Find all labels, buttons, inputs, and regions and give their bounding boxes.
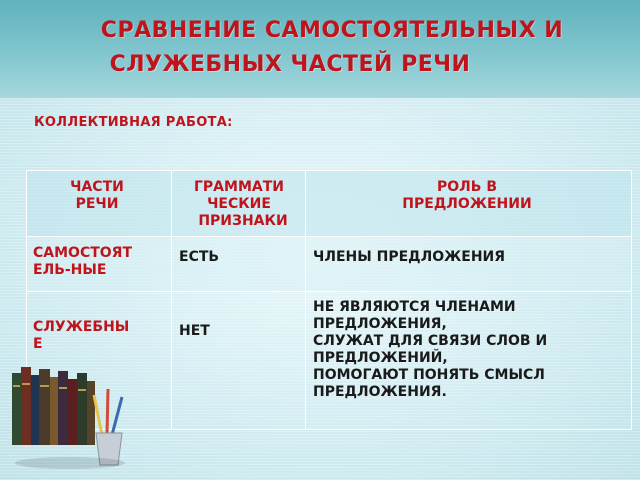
header-grammatical-features: ГРАММАТИ ЧЕСКИЕ ПРИЗНАКИ [194, 179, 288, 229]
table-divider [171, 171, 172, 429]
books-icon [10, 355, 130, 475]
title-banner: СРАВНЕНИЕ САМОСТОЯТЕЛЬНЫХ И СЛУЖЕБНЫХ ЧА… [0, 0, 640, 98]
table-row-2-part: СЛУЖЕБНЫ Е [33, 319, 130, 352]
table-row-1-features: ЕСТЬ [179, 249, 220, 265]
comparison-table: ЧАСТИ РЕЧИ ГРАММАТИ ЧЕСКИЕ ПРИЗНАКИ РОЛЬ… [26, 170, 632, 430]
header-parts-of-speech: ЧАСТИ РЕЧИ [70, 179, 124, 212]
header-role-in-sentence: РОЛЬ В ПРЕДЛОЖЕНИИ [402, 179, 532, 212]
table-divider [27, 236, 631, 237]
table-divider [305, 171, 306, 429]
table-row-2-features: НЕТ [179, 323, 210, 339]
page-title-line2: СЛУЖЕБНЫХ ЧАСТЕЙ РЕЧИ [109, 52, 471, 77]
table-row-2-role: НЕ ЯВЛЯЮТСЯ ЧЛЕНАМИ ПРЕДЛОЖЕНИЯ, СЛУЖАТ … [313, 299, 548, 400]
table-row-1-part: САМОСТОЯТ ЕЛЬ-НЫЕ [33, 245, 132, 278]
page-title-line1: СРАВНЕНИЕ САМОСТОЯТЕЛЬНЫХ И [100, 18, 564, 43]
subtitle: КОЛЛЕКТИВНАЯ РАБОТА: [34, 115, 233, 130]
table-divider [27, 291, 631, 292]
table-row-1-role: ЧЛЕНЫ ПРЕДЛОЖЕНИЯ [313, 249, 506, 265]
